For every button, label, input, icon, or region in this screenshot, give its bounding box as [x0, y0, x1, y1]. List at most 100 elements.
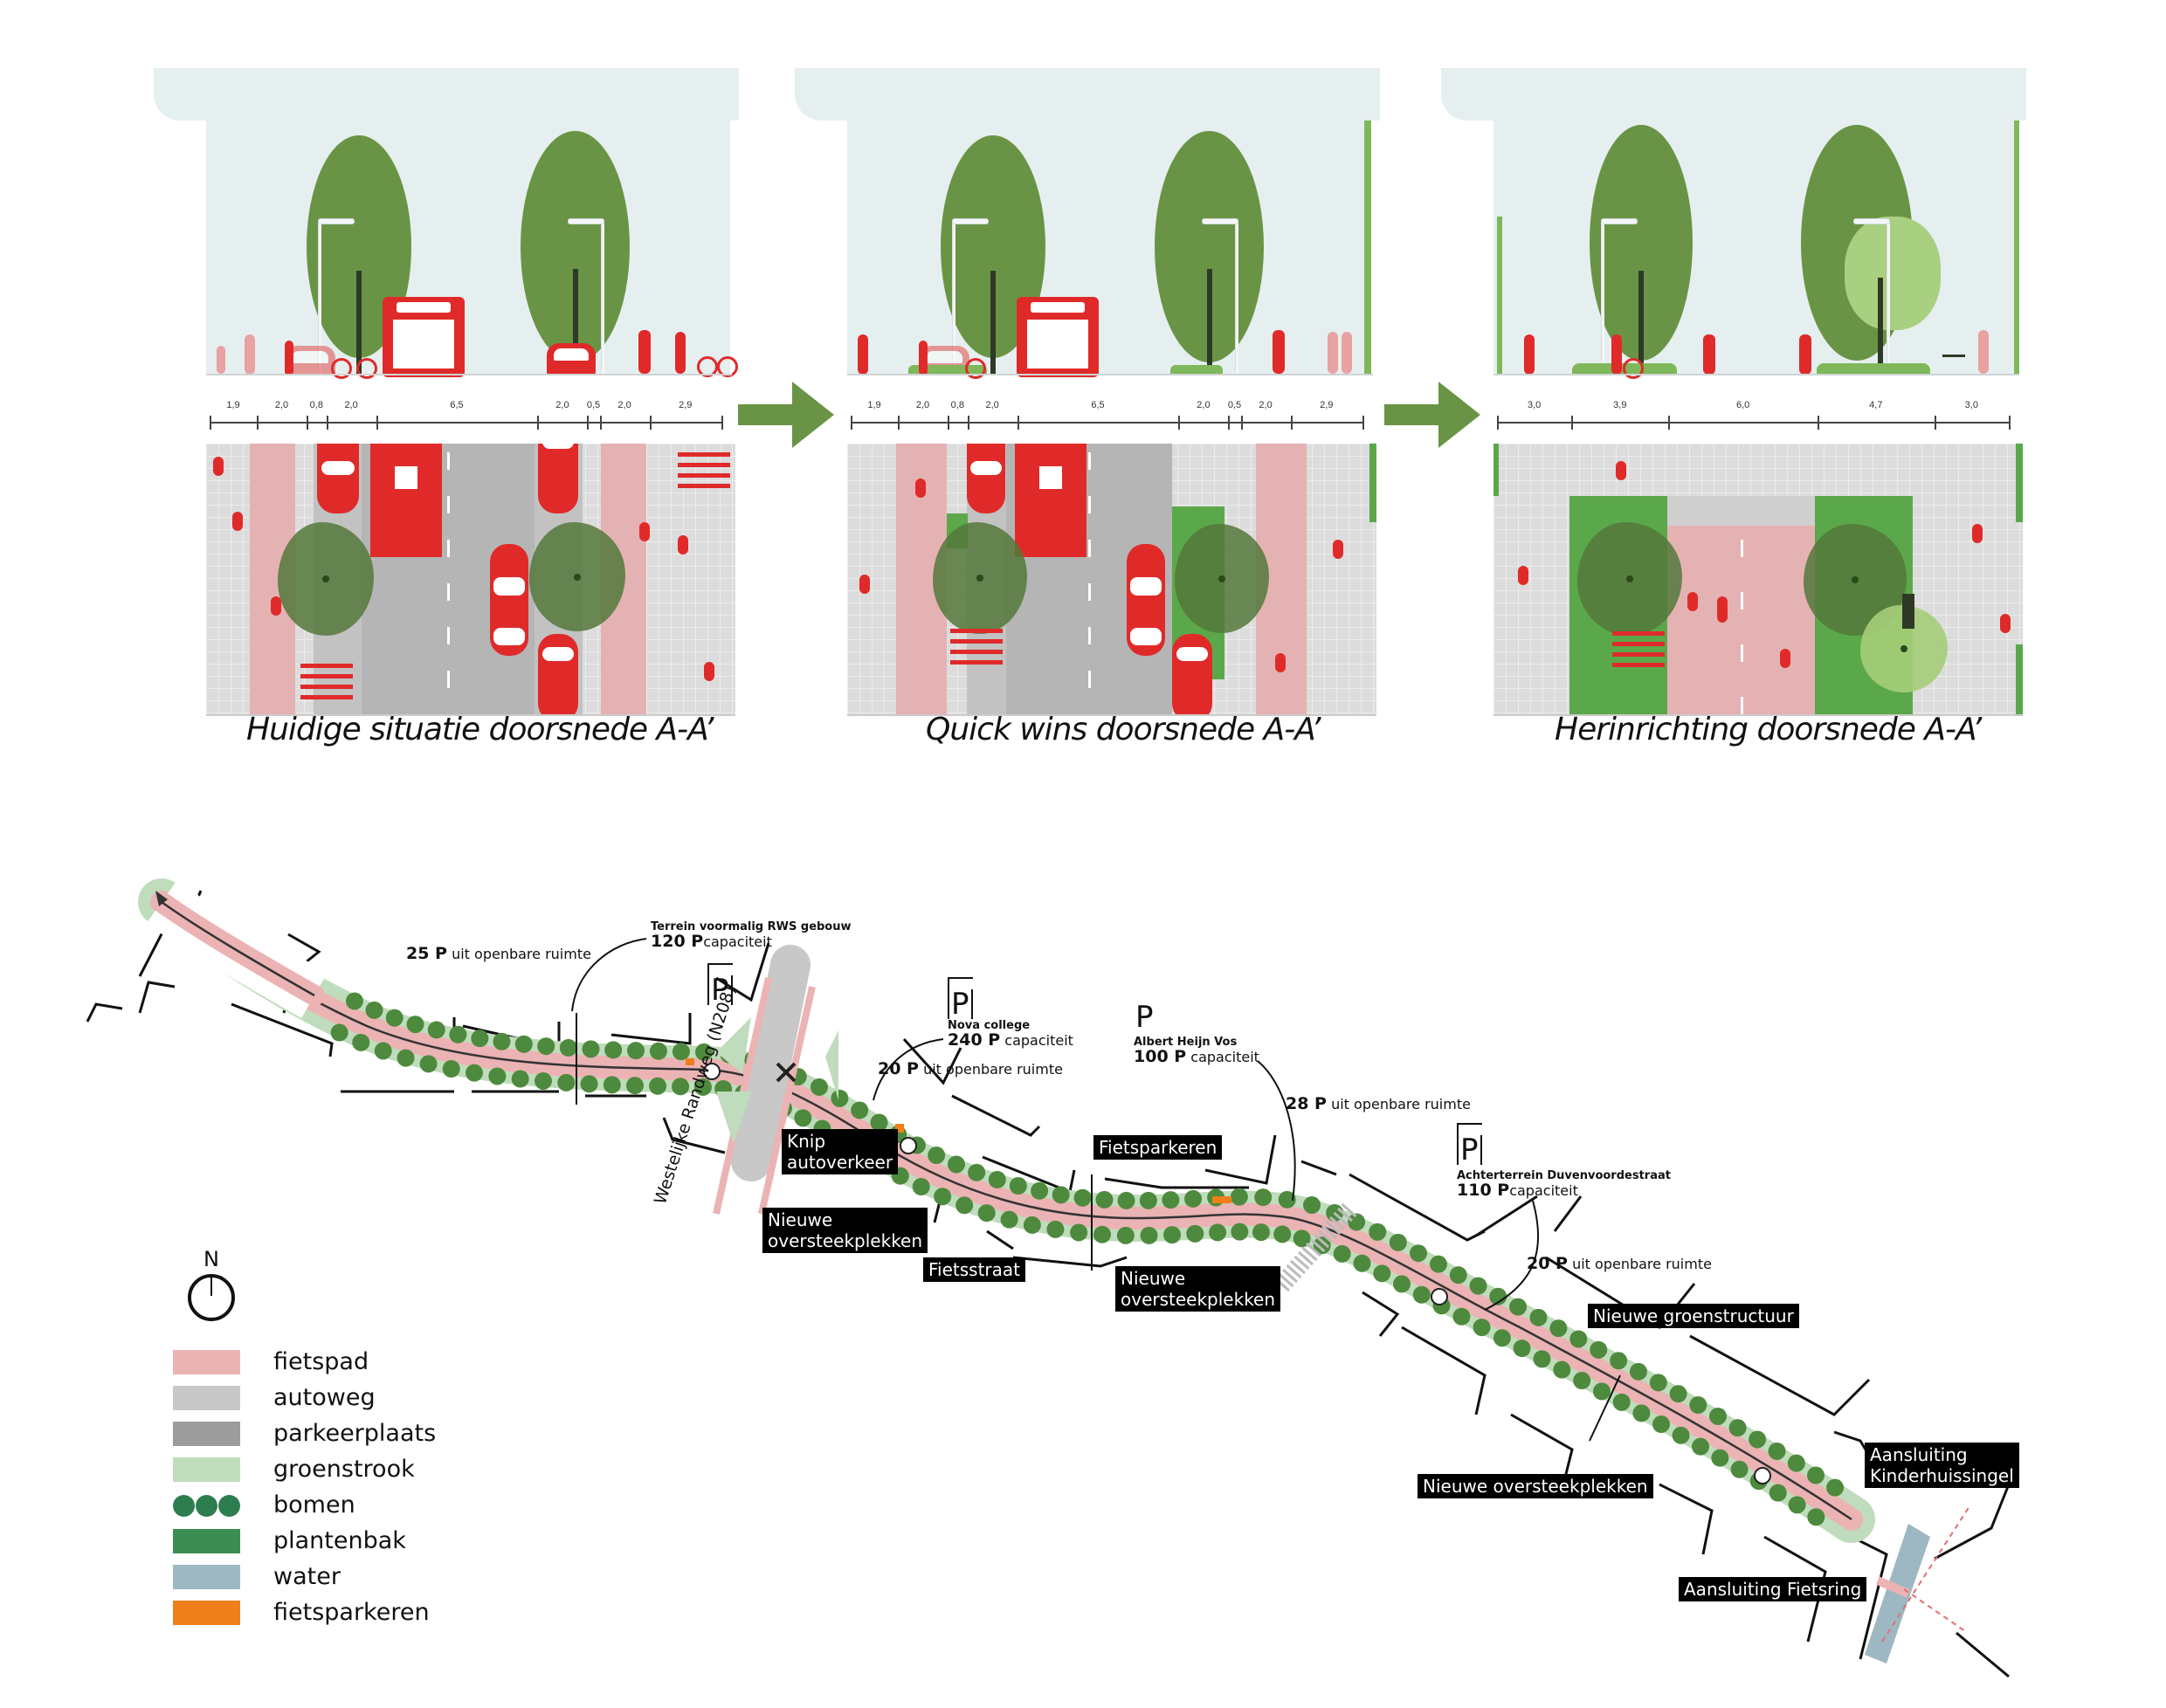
pedestrian-icon: [859, 575, 870, 594]
streetlight-head: [952, 218, 989, 224]
tree-dot: [1807, 1466, 1825, 1484]
dimension-label: 0,5: [1227, 400, 1242, 410]
dimension-label: 2,0: [915, 400, 930, 410]
green-facade: [2014, 121, 2019, 375]
tree-dot: [1489, 1287, 1507, 1305]
railway-tie: [1298, 1250, 1314, 1266]
railway-tie: [1317, 1229, 1334, 1244]
route-map: [86, 878, 2011, 1678]
tree-dot: [1769, 1484, 1787, 1502]
tree-dot: [1278, 1190, 1296, 1209]
tree-dot: [1254, 1188, 1273, 1207]
building-outline: [1104, 1177, 1249, 1189]
pedestrian-icon: [1518, 566, 1528, 585]
tree-dot: [511, 1070, 529, 1088]
tree-dot: [1473, 1319, 1491, 1337]
bicycle-icon: [356, 358, 377, 379]
section-line: [1589, 1374, 1621, 1442]
railway-tie: [1293, 1255, 1310, 1271]
tree-dot: [1728, 1419, 1747, 1437]
tree-dots-icon: [173, 1495, 240, 1518]
streetlight-head: [318, 218, 355, 224]
tree-dot: [1649, 1374, 1667, 1392]
bike-parking: [686, 1058, 694, 1065]
tree-dot: [1009, 1176, 1027, 1195]
railway-tie: [1290, 1259, 1306, 1275]
building-outline: [902, 1037, 962, 1085]
cyclist-icon: [919, 341, 928, 375]
cyclist-icon: [1780, 649, 1790, 668]
bike-parking: [1212, 1196, 1231, 1203]
tree-dot: [1610, 1352, 1628, 1370]
railway-tie: [1333, 1211, 1349, 1227]
railway-tie: [1282, 1268, 1298, 1284]
legend-swatch: [173, 1386, 240, 1410]
sky: [206, 68, 730, 375]
bus-icon: [370, 444, 442, 557]
parking-relocation-arrow: [1257, 1060, 1296, 1202]
lane-marking: [1741, 697, 1743, 714]
tree-dot: [385, 1009, 404, 1027]
tree-dot: [1052, 1186, 1070, 1204]
tree-dot: [1393, 1275, 1411, 1293]
car-icon: [490, 544, 528, 656]
ground-line: [206, 374, 732, 375]
dimension-tick: [1668, 416, 1671, 430]
green-facade: [1497, 217, 1502, 375]
tree-dot: [672, 1043, 690, 1061]
tree-dot: [1353, 1254, 1371, 1272]
lane-marking: [1741, 540, 1743, 557]
cyclist-icon: [915, 479, 926, 498]
dimension-tick: [306, 416, 308, 430]
public-space-20-nova: 20 P uit openbare ruimte: [878, 1059, 1063, 1078]
tree-dot: [1549, 1319, 1568, 1338]
route-centerline: [161, 900, 315, 997]
cyclist-icon: [639, 522, 650, 541]
dimension-label: 2,0: [555, 400, 569, 410]
tree-dot: [1410, 1244, 1428, 1263]
parking-garage-icon: P: [1457, 1123, 1482, 1165]
callout-nieuwe-groenstructuur: Nieuwe groenstructuur: [1588, 1304, 1799, 1328]
tree-dot: [1513, 1340, 1531, 1358]
green-triangle: [716, 1092, 751, 1144]
lane-marking: [447, 583, 450, 601]
tree-dot: [625, 1077, 644, 1095]
tree-crown-icon: [529, 522, 625, 631]
tree-dot: [1730, 1460, 1749, 1478]
pedestrian-icon: [1328, 332, 1338, 374]
tree-dot: [1031, 1181, 1049, 1200]
tree-dot: [1711, 1449, 1729, 1467]
tree-dot: [1569, 1330, 1588, 1348]
tree-dot: [1493, 1329, 1511, 1347]
building-outline: [341, 1090, 646, 1098]
tree-dot: [968, 1163, 986, 1181]
tree-dot: [1313, 1236, 1331, 1255]
crossing-marker: [900, 1137, 917, 1154]
dimension-tick: [649, 416, 652, 430]
railway-tie: [1314, 1233, 1329, 1249]
tree-dot: [1369, 1222, 1387, 1241]
car-icon: [1172, 634, 1212, 714]
railway-tie: [1325, 1220, 1342, 1236]
railway-tie: [1337, 1207, 1353, 1222]
lane-marking: [1088, 540, 1091, 557]
legend-label: bomen: [273, 1491, 355, 1519]
green-facade: [1369, 444, 1376, 522]
elevation-view: [154, 68, 739, 382]
legend-label: fietspad: [273, 1348, 369, 1375]
sky: [1493, 68, 2018, 375]
dimension-line: [851, 422, 1362, 424]
tree-dot: [488, 1067, 507, 1085]
tree-dot: [603, 1076, 621, 1094]
tree-dot: [466, 1064, 484, 1082]
public-space-25: 25 P uit openbare ruimte: [406, 944, 591, 963]
n208-road: [731, 945, 811, 1181]
streetlight-head: [1601, 218, 1638, 224]
tree-dot: [345, 992, 363, 1010]
dimension-tick: [1497, 416, 1499, 430]
legend-label: water: [273, 1563, 341, 1590]
tree-dot: [604, 1041, 623, 1059]
dimension-line: [1497, 422, 2009, 424]
tree-dot: [1162, 1191, 1180, 1209]
